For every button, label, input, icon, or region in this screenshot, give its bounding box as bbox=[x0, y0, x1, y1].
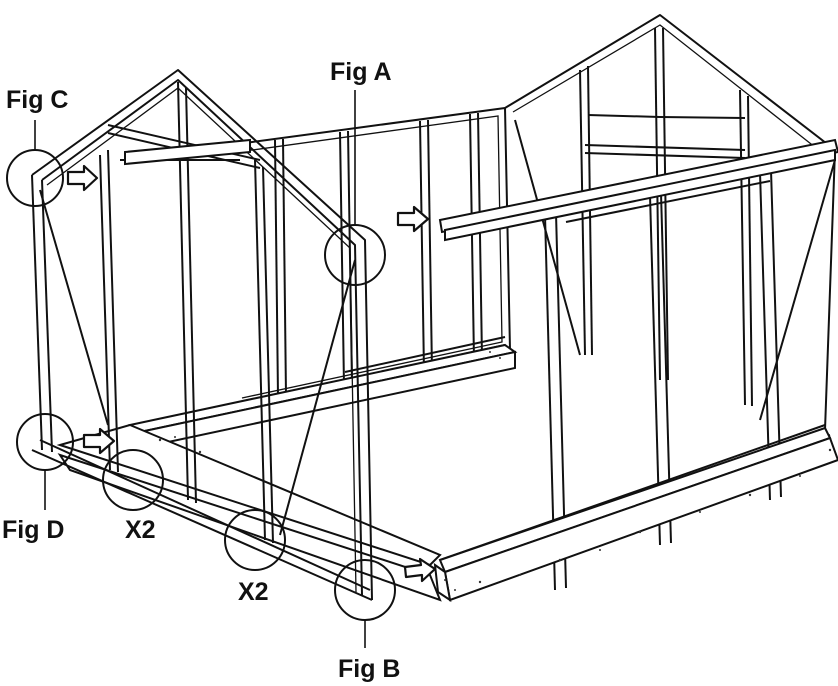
loose-rail-left bbox=[124, 138, 251, 166]
front-base-beam bbox=[433, 426, 838, 603]
callout-x2-left bbox=[102, 449, 164, 511]
arrow-fig-a bbox=[396, 205, 430, 233]
arrow-fig-b bbox=[403, 557, 437, 583]
greenhouse-floor bbox=[128, 350, 825, 520]
callout-fig-a bbox=[324, 90, 386, 286]
callout-fig-c bbox=[6, 120, 64, 207]
callout-x2-right bbox=[224, 509, 286, 571]
label-fig-c: Fig C bbox=[6, 86, 69, 114]
right-gable-frame bbox=[504, 14, 836, 431]
arrow-fig-d bbox=[82, 427, 116, 455]
label-fig-a: Fig A bbox=[330, 58, 392, 86]
label-fig-b: Fig B bbox=[338, 655, 401, 683]
loose-rail-right bbox=[444, 148, 836, 242]
callout-fig-b bbox=[334, 559, 396, 648]
callout-fig-d bbox=[16, 413, 74, 510]
label-fig-d: Fig D bbox=[2, 516, 65, 544]
arrow-fig-c bbox=[66, 164, 99, 192]
base-texture bbox=[158, 351, 832, 591]
label-qty-right: X2 bbox=[238, 578, 269, 606]
label-qty-left: X2 bbox=[125, 516, 156, 544]
